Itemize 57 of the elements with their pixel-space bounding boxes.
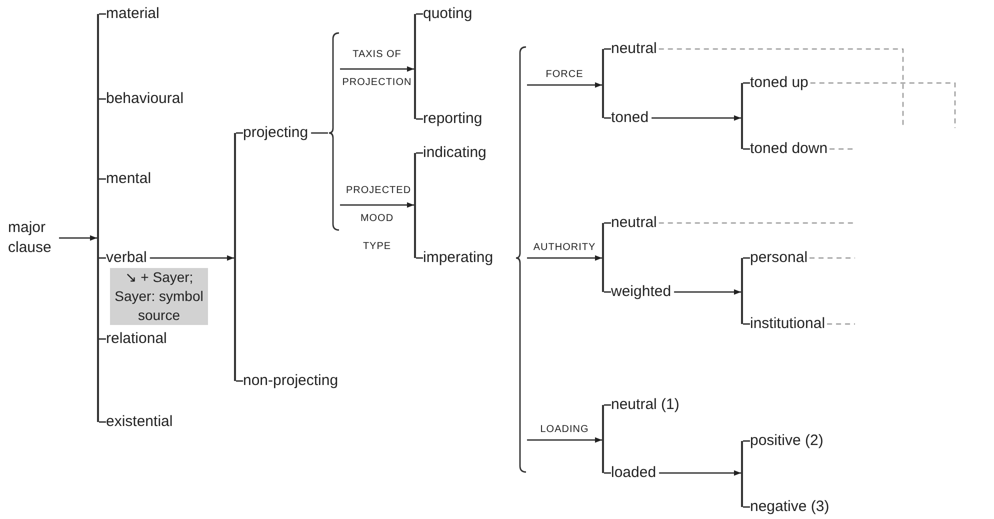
feature-label: neutral (1) — [611, 396, 680, 414]
dashed-line — [829, 148, 856, 150]
bracket-line — [602, 223, 604, 292]
system-label: LOADING — [539, 424, 590, 436]
feature-label: personal — [750, 249, 808, 267]
feature-label: mental — [106, 170, 152, 188]
bracket-line — [741, 83, 743, 149]
feature-label: material — [106, 5, 160, 23]
feature-label: indicating — [423, 144, 486, 162]
feature-label: negative (3) — [750, 498, 830, 516]
system-label: AUTHORITY — [532, 242, 597, 254]
bracket-line — [602, 405, 604, 473]
arrow — [340, 202, 414, 208]
arrow — [340, 66, 414, 72]
arrow — [59, 235, 97, 241]
feature-label: verbal — [106, 249, 147, 267]
arrow — [527, 82, 602, 88]
feature-label: projecting — [243, 124, 308, 142]
arrow — [659, 470, 741, 476]
system-label: PROJECTED MOOD TYPE — [346, 184, 408, 254]
bracket-line — [741, 258, 743, 324]
feature-label: positive (2) — [750, 432, 824, 450]
bracket-line — [414, 14, 416, 119]
feature-label: neutral — [611, 40, 657, 58]
feature-label: loaded — [611, 464, 656, 482]
bracket-line — [741, 441, 743, 507]
feature-label: toned down — [750, 140, 828, 158]
arrow — [652, 115, 741, 121]
feature-label: non-projecting — [243, 372, 338, 390]
realization-box: ↘ + Sayer; Sayer: symbol source — [110, 268, 208, 325]
bracket-line — [234, 133, 236, 381]
bracket-line — [97, 14, 99, 422]
feature-label: reporting — [423, 110, 482, 128]
feature-label: imperating — [423, 249, 494, 267]
connector — [311, 132, 328, 134]
feature-label: weighted — [611, 283, 672, 301]
arrow — [527, 255, 602, 261]
feature-label: toned — [611, 109, 649, 127]
feature-label: toned up — [750, 74, 808, 92]
feature-label: institutional — [750, 315, 826, 333]
feature-label: existential — [106, 413, 173, 431]
system-label: FORCE — [544, 69, 584, 81]
feature-label: quoting — [423, 5, 472, 23]
bracket-line — [414, 153, 416, 258]
arrow — [150, 255, 234, 261]
arrow — [527, 437, 602, 443]
arrow — [674, 289, 741, 295]
curly-brace — [515, 46, 527, 473]
feature-label: behavioural — [106, 90, 184, 108]
curly-brace — [328, 32, 340, 231]
feature-label: relational — [106, 330, 167, 348]
dashed-line — [658, 222, 856, 224]
feature-label: major clause — [8, 218, 56, 258]
dashed-line — [810, 82, 956, 128]
feature-label: neutral — [611, 214, 657, 232]
bracket-line — [602, 49, 604, 118]
system-label: TAXIS OF PROJECTION — [341, 48, 413, 90]
